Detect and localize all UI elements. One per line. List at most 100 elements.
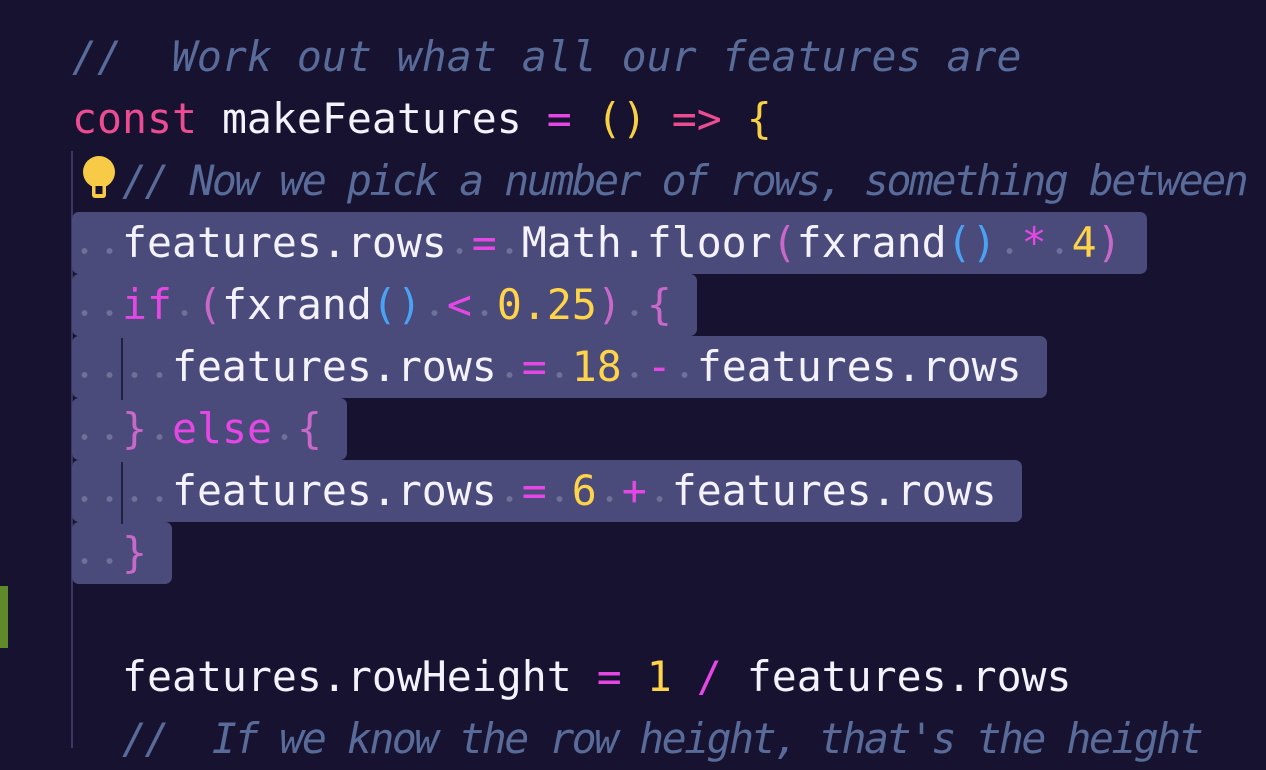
code-token-op: -: [646, 342, 672, 391]
code-token-id: features.rows: [121, 218, 447, 267]
code-line[interactable]: features.rows = 18 - features.rows: [72, 336, 1047, 398]
code-line[interactable]: if (fxrand() < 0.25) {: [72, 274, 697, 336]
code-line[interactable]: features.rowHeight = 1 / features.rows: [72, 646, 1072, 708]
whitespace: [1046, 218, 1072, 267]
code-line[interactable]: }: [72, 522, 172, 584]
whitespace: [72, 528, 122, 577]
code-token-id: [72, 652, 122, 701]
code-token-id: fxrand: [796, 218, 947, 267]
selection-highlight: features.rows = 18 - features.rows: [72, 336, 1047, 398]
code-token-id: features.rows: [171, 466, 497, 515]
whitespace: [471, 280, 497, 329]
code-token-id: [722, 652, 747, 701]
code-token-yparen: {: [746, 94, 772, 143]
code-token-id: [647, 94, 672, 143]
whitespace: [646, 466, 672, 515]
code-token-num: 6: [571, 466, 597, 515]
code-token-const: const: [72, 94, 197, 143]
code-line[interactable]: // If we know the row height, that's the…: [72, 708, 1204, 770]
indent-guide: [121, 338, 123, 400]
code-token-id: makeFeatures: [221, 94, 522, 143]
code-token-pparen: (: [196, 280, 222, 329]
whitespace: [72, 280, 122, 329]
code-token-pparen: {: [646, 280, 672, 329]
code-line[interactable]: features.rows = Math.floor(fxrand() * 4): [72, 212, 1147, 274]
code-token-comment: // Now we pick a number of rows, somethi…: [121, 156, 1249, 205]
whitespace: [621, 342, 647, 391]
code-token-const: =>: [671, 94, 722, 143]
whitespace: [496, 466, 522, 515]
code-token-id: features.rows: [171, 342, 497, 391]
whitespace: [72, 404, 122, 453]
code-token-num: 0.25: [496, 280, 597, 329]
code-token-op: =: [546, 94, 572, 143]
code-token-id: [722, 94, 747, 143]
whitespace: [996, 218, 1022, 267]
lightbulb-icon[interactable]: [80, 155, 118, 201]
whitespace: [271, 404, 297, 453]
whitespace: [671, 342, 697, 391]
code-token-num: 1: [646, 652, 672, 701]
code-token-id: [72, 156, 122, 205]
selection-highlight: }: [72, 522, 172, 584]
code-line[interactable]: features.rows = 6 + features.rows: [72, 460, 1022, 522]
code-token-id: [522, 94, 547, 143]
whitespace: [446, 218, 472, 267]
code-token-kw: if: [121, 280, 172, 329]
code-token-id: [572, 652, 597, 701]
code-token-op: =: [596, 652, 622, 701]
whitespace: [421, 280, 447, 329]
whitespace: [146, 404, 172, 453]
selection-highlight: features.rows = 6 + features.rows: [72, 460, 1022, 522]
code-token-op: *: [1021, 218, 1047, 267]
code-token-id: Math.floor: [521, 218, 772, 267]
whitespace: [546, 466, 572, 515]
code-token-num: 18: [571, 342, 622, 391]
code-line[interactable]: // Now we pick a number of rows, somethi…: [72, 150, 1249, 212]
indent-guide: [121, 462, 123, 524]
code-token-id: features.rows: [671, 466, 997, 515]
code-token-bparen: (): [946, 218, 997, 267]
code-token-yparen: (): [596, 94, 647, 143]
code-token-pparen: {: [296, 404, 322, 453]
whitespace: [621, 280, 647, 329]
whitespace: [496, 218, 522, 267]
code-token-bparen: (): [371, 280, 422, 329]
code-token-id: features.rowHeight: [121, 652, 572, 701]
whitespace: [596, 466, 622, 515]
code-token-id: features.rows: [696, 342, 1022, 391]
whitespace: [171, 280, 197, 329]
code-token-op: /: [696, 652, 722, 701]
code-token-id: [72, 714, 122, 763]
code-token-pparen: }: [121, 404, 147, 453]
code-token-op: =: [471, 218, 497, 267]
code-token-id: [197, 94, 222, 143]
code-token-id: fxrand: [221, 280, 372, 329]
selection-highlight: } else {: [72, 398, 347, 460]
code-token-pparen: ): [596, 280, 622, 329]
whitespace: [546, 342, 572, 391]
git-modified-gutter-marker: [0, 586, 8, 648]
code-token-comment: // Work out what all our features are: [72, 32, 1022, 81]
code-token-op: +: [621, 466, 647, 515]
code-token-id: [672, 652, 697, 701]
code-token-id: [622, 652, 647, 701]
code-line[interactable]: // Work out what all our features are: [72, 26, 1021, 88]
code-token-op: =: [521, 466, 547, 515]
code-token-pparen: (: [771, 218, 797, 267]
code-token-op: <: [446, 280, 472, 329]
code-token-id: features.rows: [746, 652, 1072, 701]
code-token-pparen: ): [1096, 218, 1122, 267]
code-line[interactable]: const makeFeatures = () => {: [72, 88, 772, 150]
code-token-comment: // If we know the row height, that's the…: [121, 714, 1204, 763]
code-token-kw: else: [171, 404, 272, 453]
code-token-pparen: }: [121, 528, 147, 577]
code-token-id: [572, 94, 597, 143]
selection-highlight: features.rows = Math.floor(fxrand() * 4): [72, 212, 1147, 274]
selection-highlight: if (fxrand() < 0.25) {: [72, 274, 697, 336]
whitespace: [496, 342, 522, 391]
code-line[interactable]: } else {: [72, 398, 347, 460]
code-token-op: =: [521, 342, 547, 391]
whitespace: [72, 218, 122, 267]
